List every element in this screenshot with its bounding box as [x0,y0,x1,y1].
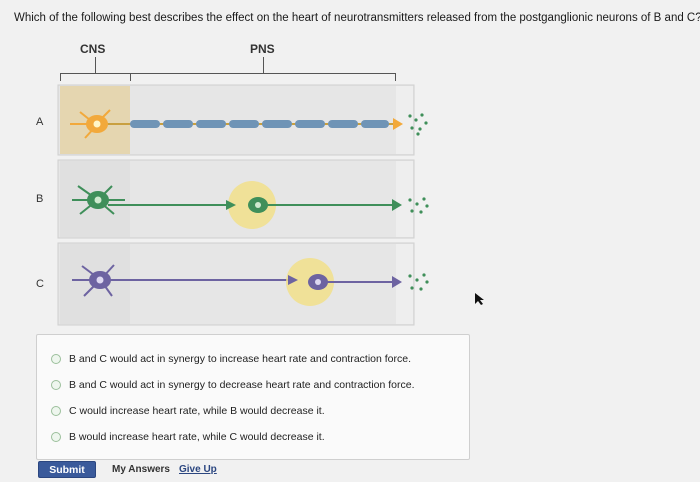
answer-options: B and C would act in synergy to increase… [36,334,470,460]
option-4[interactable]: B would increase heart rate, while C wou… [51,431,325,443]
bracket-left-tick [60,73,61,81]
row-label-b: B [36,193,44,205]
mouse-cursor-icon [475,293,484,305]
option-3-text: C would increase heart rate, while B wou… [69,405,325,417]
bracket-mid-tick [130,73,131,81]
neuron-b [72,181,429,229]
question-text: Which of the following best describes th… [14,12,700,24]
option-3[interactable]: C would increase heart rate, while B wou… [51,405,325,417]
effector-zone-a [396,86,413,154]
bracket-bar [60,73,396,74]
effector-zone-c [396,244,413,324]
row-label-a: A [36,116,44,128]
option-2[interactable]: B and C would act in synergy to decrease… [51,379,415,391]
bracket-right-tick [395,73,396,81]
option-4-text: B would increase heart rate, while C wou… [69,431,325,443]
radio-option-3[interactable] [51,406,61,416]
give-up-link[interactable]: Give Up [179,464,217,475]
cns-bracket-stem [95,57,96,73]
option-1[interactable]: B and C would act in synergy to increase… [51,353,411,365]
neuron-a [70,109,428,139]
radio-option-1[interactable] [51,354,61,364]
radio-option-4[interactable] [51,432,61,442]
my-answers-link[interactable]: My Answers [112,464,170,475]
neuron-c [72,258,429,306]
effector-zone-b [396,161,413,237]
option-2-text: B and C would act in synergy to decrease… [69,379,415,391]
radio-option-2[interactable] [51,380,61,390]
cns-label: CNS [80,42,106,56]
pns-bracket-stem [263,57,264,73]
submit-button[interactable]: Submit [38,461,96,478]
pns-label: PNS [250,42,275,56]
row-label-c: C [36,278,44,290]
option-1-text: B and C would act in synergy to increase… [69,353,412,365]
